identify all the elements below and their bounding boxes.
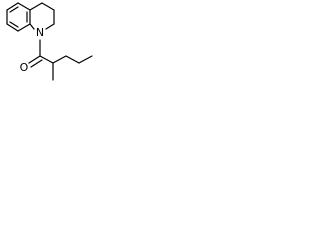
ring-bond-4 [45,23,55,30]
propyl-bond-1 [65,55,80,64]
ring-bond-1 [29,2,43,11]
alpha-to-propyl-bond [52,55,67,64]
carbonyl-to-alpha-bond [39,55,54,64]
benzene-double-bond-1 [9,6,19,13]
carbonyl-c-o-bond-1 [28,55,41,64]
benzene-bond-1 [6,2,19,11]
ring-bond-5 [29,23,35,30]
ring-bond-2 [41,2,55,11]
benzene-bond-5 [6,23,19,32]
benzene-ring [6,2,31,32]
molecule-diagram: N O [0,0,107,94]
benzene-bond-4 [17,23,31,32]
saturated-ring [29,2,55,30]
nitrogen-atom-label: N [36,26,44,39]
benzene-double-bond-3 [9,21,19,28]
carbonyl-c-o-bond-2 [30,59,43,68]
acyl-chain [28,39,93,81]
propyl-bond-2 [78,55,93,64]
molecule-structure-svg: N O [6,2,93,81]
oxygen-atom-label: O [20,61,29,74]
benzene-bond-2 [17,2,31,11]
